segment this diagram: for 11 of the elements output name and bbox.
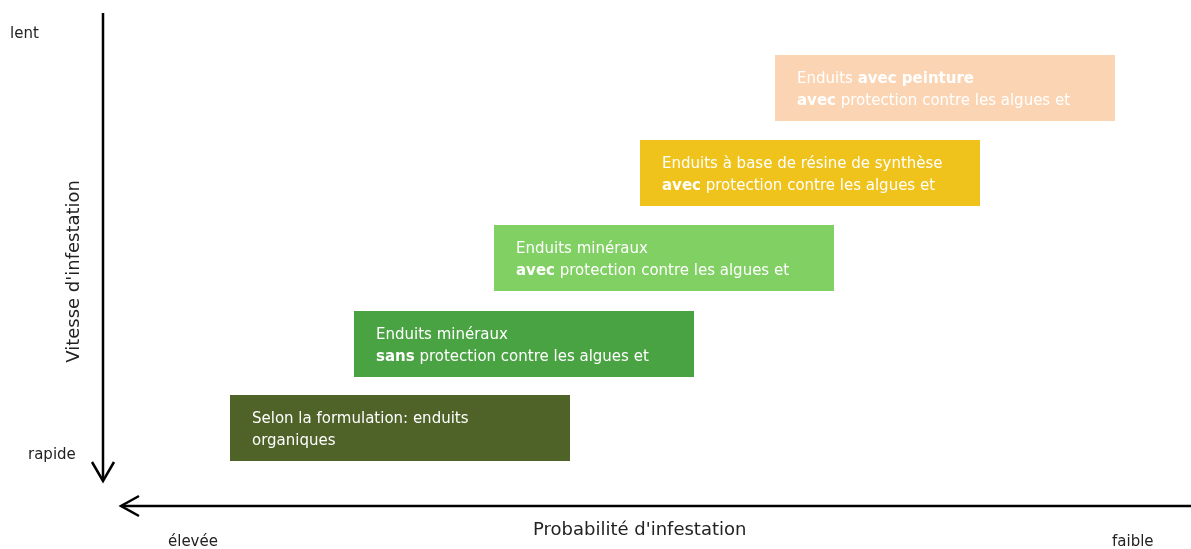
axis-title: Probabilité d'infestation xyxy=(533,518,747,539)
axis-end-label: élevée xyxy=(168,532,218,549)
category-box: Enduits minéraux sans protection contre les algues et xyxy=(354,311,694,377)
axis-end-label: faible xyxy=(1112,532,1154,549)
category-box: Enduits avec peinture avec protection contre les algues et xyxy=(775,55,1115,121)
axis-end-label: lent xyxy=(10,24,39,42)
category-box: Selon la formulation: enduits organiques xyxy=(230,395,570,461)
axis-end-label: rapide xyxy=(28,445,76,463)
category-box: Enduits minéraux avec protection contre les algues et xyxy=(494,225,834,291)
axis-title: Vitesse d'infestation xyxy=(62,180,83,363)
category-box: Enduits à base de résine de synthèse avec protection contre les algues et xyxy=(640,140,980,206)
